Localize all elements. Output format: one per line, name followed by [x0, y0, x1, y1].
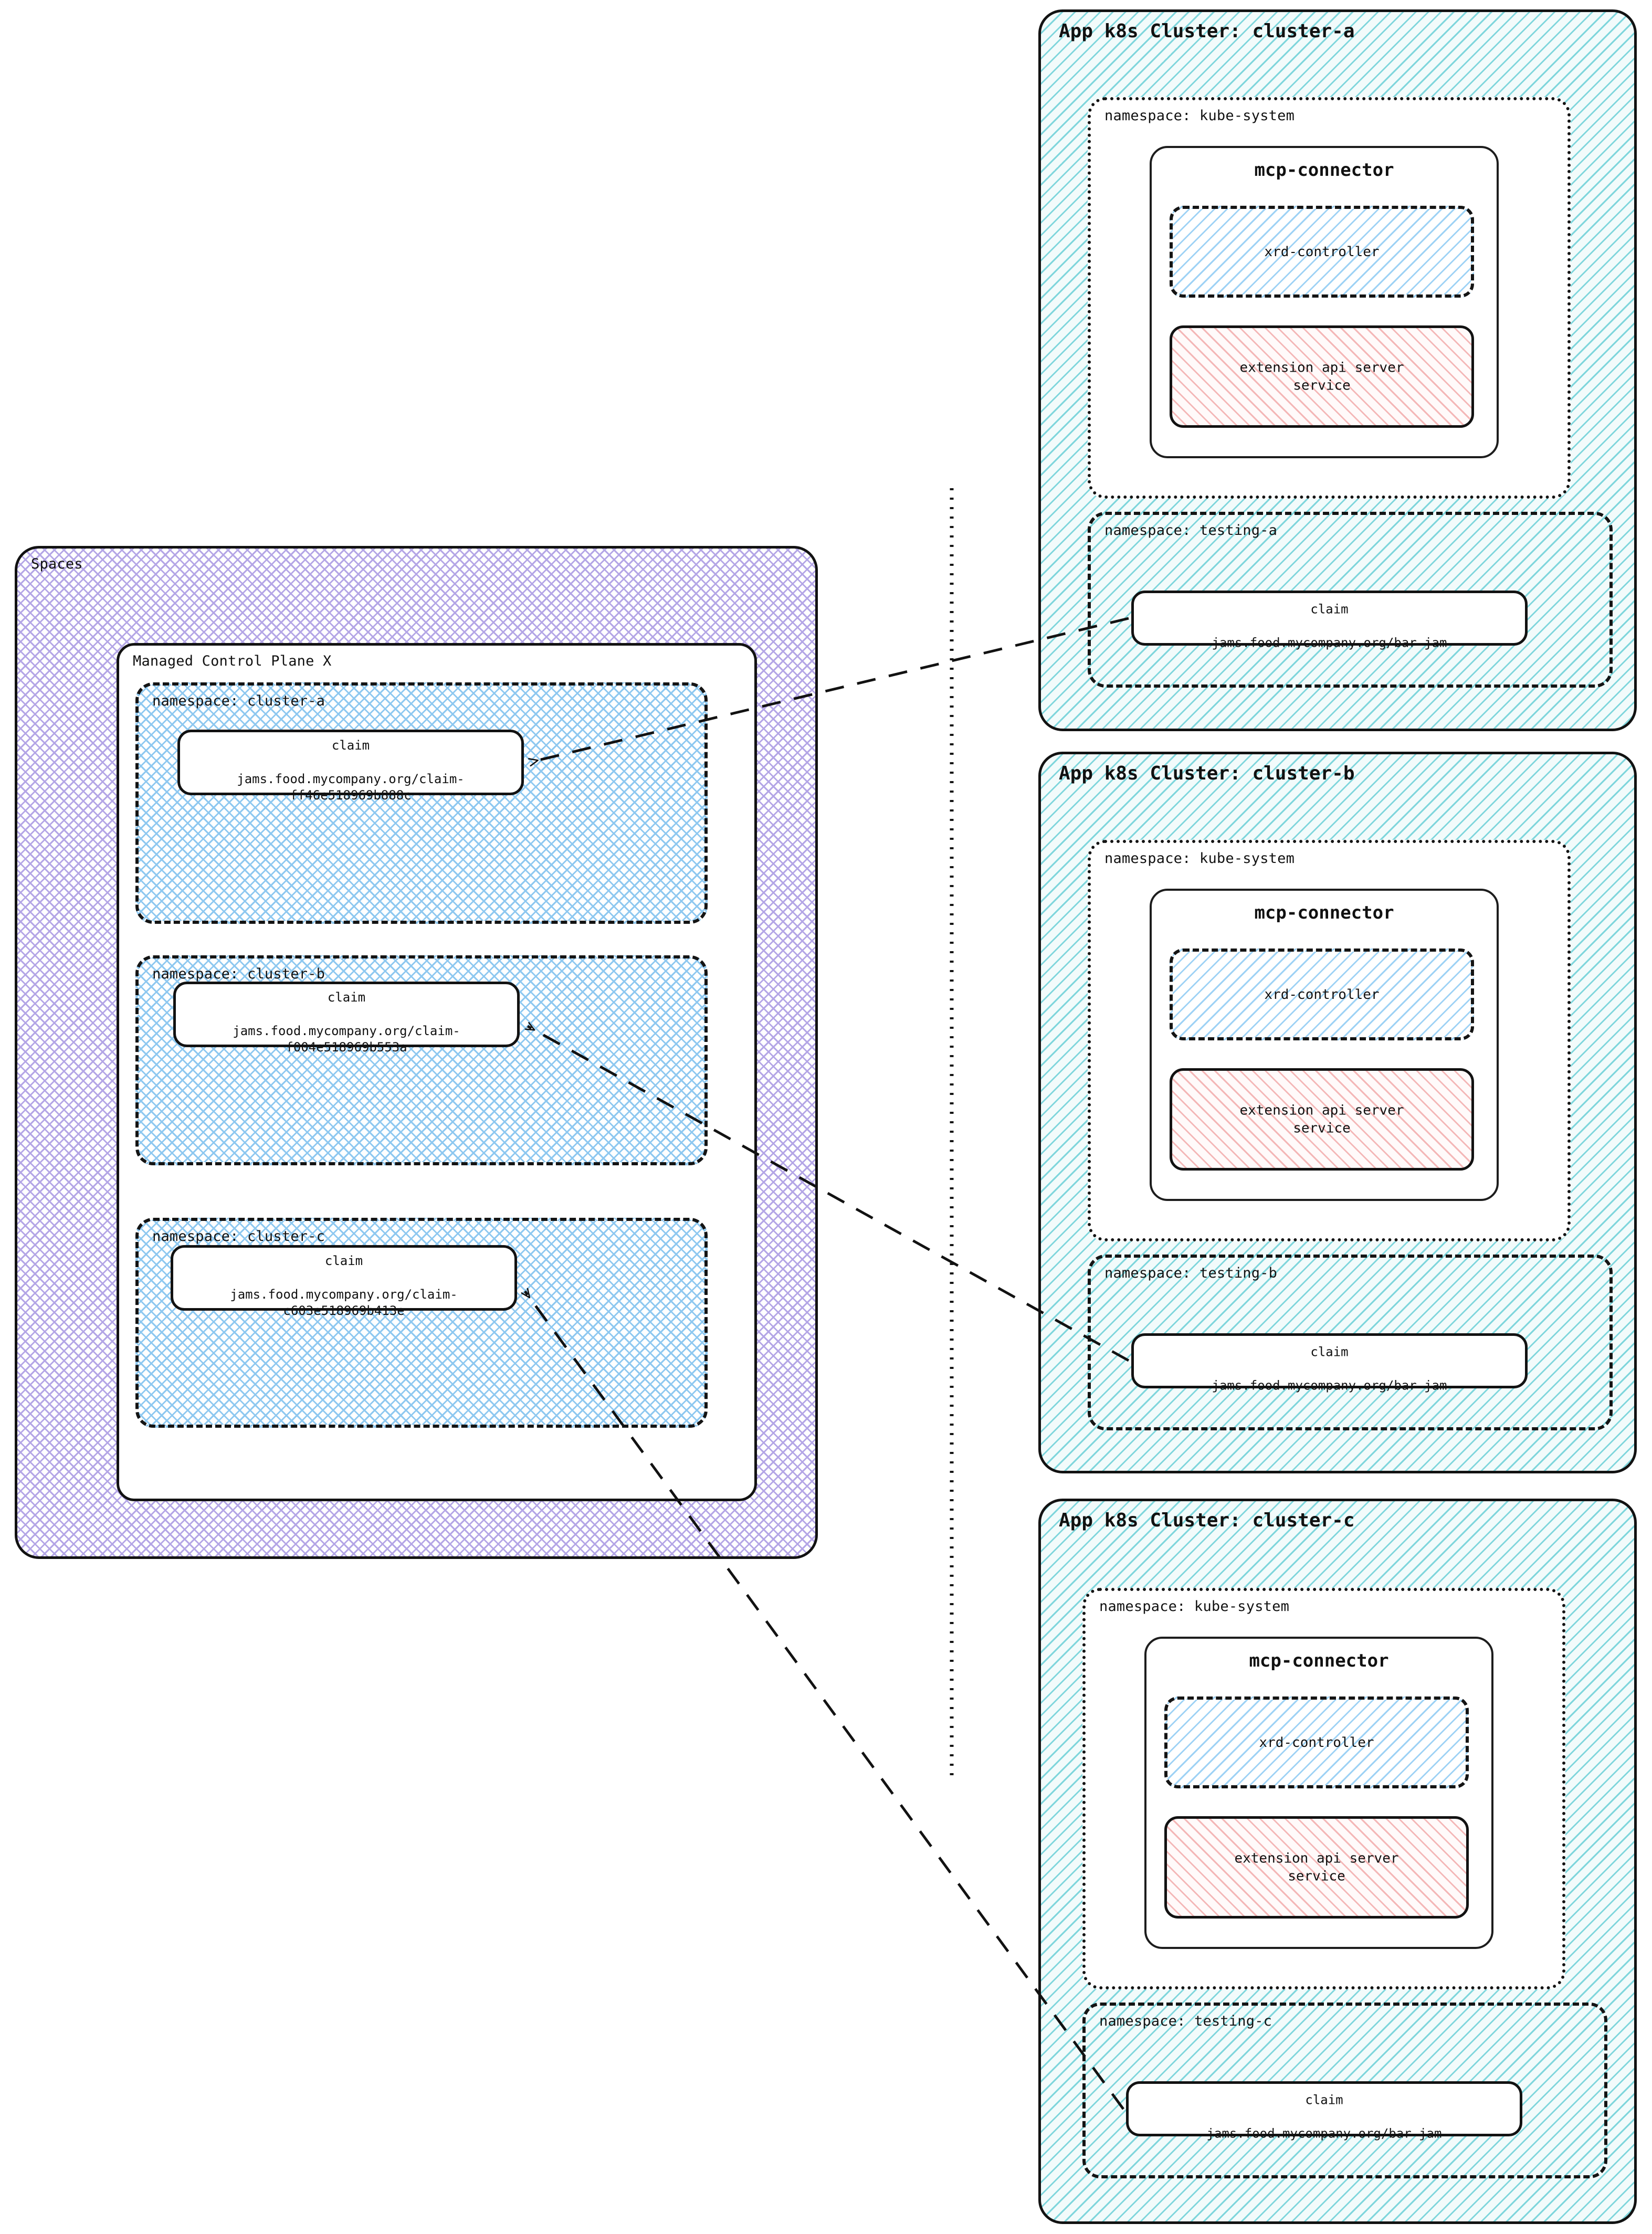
cluster-b-extension-api-server-label: extension api server service [1239, 1102, 1404, 1136]
mcp-claim-cluster-c-ref: jams.food.mycompany.org/claim- c603e5189… [230, 1287, 458, 1319]
cluster-b-claim[interactable]: claim jams.food.mycompany.org/bar-jam [1131, 1333, 1528, 1393]
mcp-claim-cluster-a-kind: claim [331, 737, 370, 753]
cluster-c-xrd-controller-label: xrd-controller [1259, 1734, 1374, 1751]
cluster-c-claim-text: claim jams.food.mycompany.org/bar-jam [1129, 2075, 1520, 2142]
mcp-claim-cluster-c-text: claim jams.food.mycompany.org/claim- c60… [173, 1236, 514, 1319]
cluster-a-claim-ref: jams.food.mycompany.org/bar-jam [1212, 635, 1447, 650]
cluster-c-xrd-controller[interactable]: xrd-controller [1164, 1696, 1469, 1788]
cluster-a-testing-namespace: namespace: testing-a [1088, 512, 1613, 688]
cluster-c-mcp-connector-title: mcp-connector [1249, 1650, 1389, 1671]
cluster-a-xrd-controller-label: xrd-controller [1264, 244, 1380, 260]
cluster-a-extension-api-server[interactable]: extension api server service [1170, 325, 1474, 428]
mcp-namespace-cluster-c-label: namespace: cluster-c [152, 1228, 325, 1245]
cluster-c-extension-api-server[interactable]: extension api server service [1164, 1816, 1469, 1919]
managed-control-plane-label: Managed Control Plane X [133, 653, 332, 669]
cluster-a-claim-kind: claim [1310, 602, 1349, 617]
cluster-c-claim-kind: claim [1305, 2092, 1343, 2107]
cluster-c-extension-api-server-label: extension api server service [1234, 1850, 1399, 1884]
cluster-a-claim-text: claim jams.food.mycompany.org/bar-jam [1134, 585, 1525, 651]
cluster-c-claim-ref: jams.food.mycompany.org/bar-jam [1206, 2126, 1442, 2141]
mcp-claim-cluster-b[interactable]: claim jams.food.mycompany.org/claim- f00… [173, 982, 520, 1055]
mcp-namespace-cluster-b-label: namespace: cluster-b [152, 966, 325, 982]
cluster-c-claim[interactable]: claim jams.food.mycompany.org/bar-jam [1126, 2081, 1522, 2141]
cluster-c-kube-system-label: namespace: kube-system [1099, 1598, 1290, 1615]
cluster-b-claim-text: claim jams.food.mycompany.org/bar-jam [1134, 1327, 1525, 1394]
mcp-claim-cluster-c-kind: claim [324, 1253, 363, 1268]
spaces-label: Spaces [31, 556, 83, 572]
cluster-b-xrd-controller[interactable]: xrd-controller [1170, 949, 1474, 1040]
mcp-claim-cluster-b-ref: jams.food.mycompany.org/claim- f004e5189… [233, 1023, 460, 1055]
cluster-b-testing-namespace-label: namespace: testing-b [1104, 1265, 1278, 1281]
mcp-namespace-cluster-a-label: namespace: cluster-a [152, 693, 325, 709]
cluster-b-claim-kind: claim [1310, 1344, 1349, 1360]
cluster-a-mcp-connector-title: mcp-connector [1254, 160, 1394, 181]
cluster-b-kube-system-label: namespace: kube-system [1104, 850, 1295, 867]
mcp-claim-cluster-b-text: claim jams.food.mycompany.org/claim- f00… [176, 973, 517, 1056]
cluster-a-kube-system-label: namespace: kube-system [1104, 108, 1295, 124]
cluster-b-extension-api-server[interactable]: extension api server service [1170, 1068, 1474, 1171]
app-cluster-c-title: App k8s Cluster: cluster-c [1059, 1510, 1355, 1531]
cluster-a-claim[interactable]: claim jams.food.mycompany.org/bar-jam [1131, 591, 1528, 650]
cluster-c-testing-namespace-label: namespace: testing-c [1099, 2013, 1272, 2029]
mcp-claim-cluster-b-kind: claim [327, 989, 366, 1005]
cluster-a-xrd-controller[interactable]: xrd-controller [1170, 206, 1474, 298]
cluster-a-extension-api-server-label: extension api server service [1239, 360, 1404, 394]
mcp-claim-cluster-c[interactable]: claim jams.food.mycompany.org/claim- c60… [171, 1245, 517, 1318]
cluster-a-testing-namespace-label: namespace: testing-a [1104, 522, 1278, 539]
app-cluster-a-title: App k8s Cluster: cluster-a [1059, 20, 1355, 42]
mcp-claim-cluster-a-text: claim jams.food.mycompany.org/claim- ff4… [180, 721, 521, 804]
cluster-b-xrd-controller-label: xrd-controller [1264, 986, 1380, 1003]
cluster-b-mcp-connector-title: mcp-connector [1254, 902, 1394, 923]
mcp-claim-cluster-a[interactable]: claim jams.food.mycompany.org/claim- ff4… [177, 730, 524, 803]
mcp-claim-cluster-a-ref: jams.food.mycompany.org/claim- ff46e5189… [237, 771, 465, 803]
cluster-b-claim-ref: jams.food.mycompany.org/bar-jam [1212, 1378, 1447, 1393]
app-cluster-b-title: App k8s Cluster: cluster-b [1059, 763, 1355, 784]
